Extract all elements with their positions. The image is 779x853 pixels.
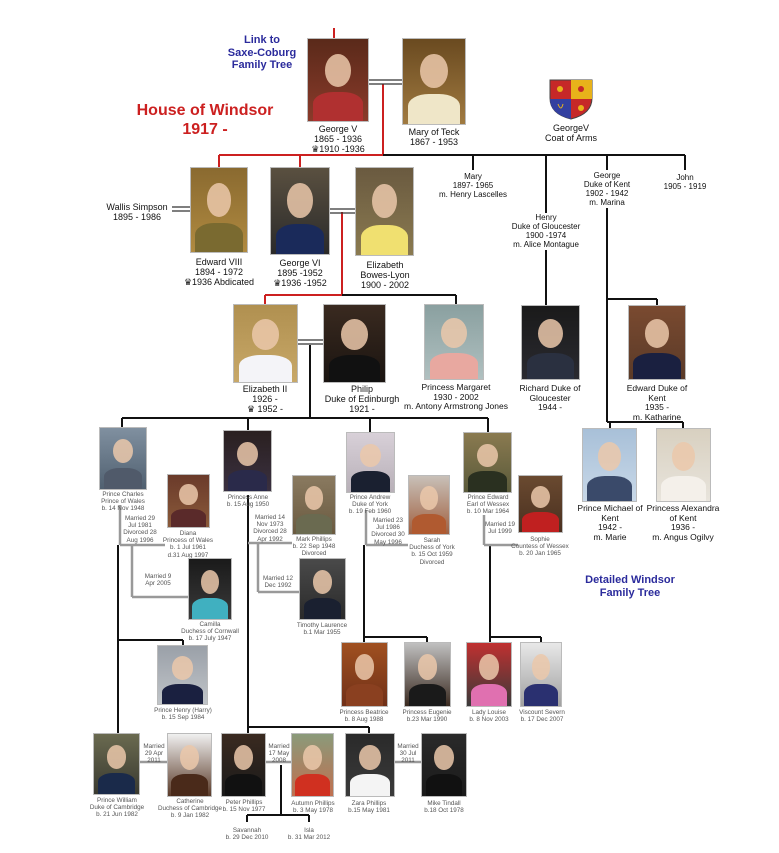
caption-viscount-severn: Viscount Severn b. 17 Dec 2007: [519, 709, 565, 724]
caption-anne: Princess Anne b. 15 Aug 1950: [226, 494, 270, 509]
portrait-edward-wessex[interactable]: [463, 432, 512, 493]
caption-mark-phillips: Mark Phillips b. 22 Sep 1948 Divorced: [292, 536, 336, 558]
detailed-windsor-tree-link[interactable]: Detailed Windsor Family Tree: [585, 574, 675, 599]
caption-george-v: George V 1865 - 1936 ♛1910 -1936: [311, 124, 365, 155]
marriage-note-charles-diana: Married 29 Jul 1981 Divorced 28 Aug 1996: [123, 515, 157, 544]
caption-isla: Isla b. 31 Mar 2012: [287, 827, 331, 842]
marriage-note-william-catherine: Married 29 Apr 2011: [143, 743, 165, 765]
marriage-note-anne-timothy: Married 12 Dec 1992: [262, 575, 294, 590]
caption-richard-gloucester: Richard Duke of Gloucester 1944 -: [519, 383, 581, 413]
portrait-george-v[interactable]: [307, 38, 369, 122]
marriage-note-zara-mike: Married 30 Jul 2011: [397, 743, 419, 765]
caption-george-vi: George VI 1895 -1952 ♛1936 -1952: [273, 258, 327, 289]
portrait-beatrice[interactable]: [341, 642, 388, 707]
caption-elizabeth-ii: Elizabeth II 1926 - ♛ 1952 -: [242, 384, 288, 415]
portrait-richard-gloucester[interactable]: [521, 305, 580, 380]
caption-mary: Mary 1897- 1965 m. Henry Lascelles: [438, 172, 508, 199]
caption-edward-wessex: Prince Edward Earl of Wessex b. 10 Mar 1…: [466, 494, 510, 516]
caption-mary-of-teck: Mary of Teck 1867 - 1953: [408, 127, 460, 148]
marriage-note-peter-autumn: Married 17 May 2008: [268, 743, 290, 765]
caption-lady-louise: Lady Louise b. 8 Nov 2003: [469, 709, 509, 724]
caption-autumn-phillips: Autumn Phillips b. 3 May 1978: [291, 800, 335, 815]
portrait-princess-margaret[interactable]: [424, 304, 484, 380]
portrait-edward-kent[interactable]: [628, 305, 686, 380]
caption-eugenie: Princess Eugenie b.23 Mar 1990: [402, 709, 452, 724]
caption-princess-margaret: Princess Margaret 1930 - 2002 m. Antony …: [404, 382, 508, 412]
caption-catherine: Catherine Duchess of Cambridge b. 9 Jan …: [157, 798, 223, 820]
portrait-catherine[interactable]: [167, 733, 212, 797]
portrait-anne[interactable]: [223, 430, 272, 492]
portrait-william[interactable]: [93, 733, 140, 795]
caption-michael-kent: Prince Michael of Kent 1942 - m. Marie: [577, 503, 643, 542]
marriage-note-charles-camilla: Married 9 Apr 2005: [144, 573, 172, 588]
caption-alexandra-kent: Princess Alexandra of Kent 1936 - m. Ang…: [646, 503, 720, 542]
caption-zara-phillips: Zara Phillips b.15 May 1981: [348, 800, 390, 815]
portrait-harry[interactable]: [157, 645, 208, 705]
portrait-sarah[interactable]: [408, 475, 450, 535]
caption-savannah: Savannah b. 29 Dec 2010: [225, 827, 269, 842]
portrait-edward-viii[interactable]: [190, 167, 248, 253]
portrait-camilla[interactable]: [188, 558, 232, 620]
caption-andrew: Prince Andrew Duke of York b. 19 Feb 196…: [348, 494, 392, 516]
portrait-timothy-laurence[interactable]: [299, 558, 346, 620]
portrait-eugenie[interactable]: [404, 642, 451, 707]
portrait-george-vi[interactable]: [270, 167, 330, 255]
caption-camilla: Camilla Duchess of Cornwall b. 17 July 1…: [181, 621, 239, 643]
portrait-diana[interactable]: [167, 474, 210, 528]
caption-edward-kent: Edward Duke of Kent 1935 - m. Katharine: [626, 383, 688, 422]
portrait-mike-tindall[interactable]: [421, 733, 467, 797]
caption-john: John 1905 - 1919: [663, 173, 707, 191]
descent-lines: [117, 154, 686, 822]
portrait-mary-of-teck[interactable]: [402, 38, 466, 125]
portrait-elizabeth-bowes-lyon[interactable]: [355, 167, 414, 256]
portrait-lady-louise[interactable]: [466, 642, 512, 707]
page-title: House of Windsor 1917 -: [136, 102, 274, 139]
caption-sophie: Sophie Countess of Wessex b. 20 Jan 1965: [511, 536, 569, 558]
portrait-philip[interactable]: [323, 304, 386, 383]
saxe-coburg-tree-link[interactable]: Link to Saxe-Coburg Family Tree: [227, 34, 297, 72]
caption-harry: Prince Henry (Harry) b. 15 Sep 1984: [154, 707, 212, 722]
caption-wallis-simpson: Wallis Simpson 1895 - 1986: [106, 202, 168, 223]
caption-philip: Philip Duke of Edinburgh 1921 -: [324, 384, 400, 415]
caption-timothy-laurence: Timothy Laurence b.1 Mar 1955: [296, 622, 348, 637]
caption-charles: Prince Charles Prince of Wales b. 14 Nov…: [101, 491, 145, 513]
marriage-note-edward-sophie: Married 19 Jul 1999: [484, 521, 516, 536]
gray-marriage-lines: [118, 505, 518, 764]
portrait-elizabeth-ii[interactable]: [233, 304, 298, 383]
portrait-sophie[interactable]: [518, 475, 563, 533]
royal-line: [218, 28, 384, 304]
caption-henry-gloucester: Henry Duke of Gloucester 1900 -1974 m. A…: [511, 213, 581, 249]
portrait-charles[interactable]: [99, 427, 147, 490]
portrait-mark-phillips[interactable]: [292, 475, 336, 535]
caption-elizabeth-bowes-lyon: Elizabeth Bowes-Lyon 1900 - 2002: [360, 260, 410, 291]
portrait-peter-phillips[interactable]: [221, 733, 266, 797]
portrait-alexandra-kent[interactable]: [656, 428, 711, 502]
coat-of-arms-icon: [549, 79, 593, 120]
caption-beatrice: Princess Beatrice b. 8 Aug 1988: [339, 709, 389, 724]
marriage-double-lines: [172, 79, 402, 345]
portrait-zara-phillips[interactable]: [345, 733, 395, 797]
caption-william: Prince William Duke of Cambridge b. 21 J…: [89, 797, 145, 819]
caption-diana: Diana Princess of Wales b. 1 Jul 1961 d.…: [162, 530, 214, 559]
portrait-andrew[interactable]: [346, 432, 395, 493]
marriage-note-andrew-sarah: Married 23 Jul 1986 Divorced 30 May 1996: [371, 517, 405, 546]
portrait-viscount-severn[interactable]: [520, 642, 562, 707]
caption-edward-viii: Edward VIII 1894 - 1972 ♛1936 Abdicated: [183, 257, 255, 288]
caption-sarah: Sarah Duchess of York b. 15 Oct 1959 Div…: [409, 537, 455, 566]
portrait-michael-kent[interactable]: [582, 428, 637, 502]
coat-of-arms-caption: GeorgeV Coat of Arms: [544, 123, 598, 144]
caption-george-kent: George Duke of Kent 1902 - 1942 m. Marin…: [583, 171, 631, 207]
portrait-autumn-phillips[interactable]: [291, 733, 334, 797]
caption-mike-tindall: Mike Tindall b.18 Oct 1978: [424, 800, 464, 815]
caption-peter-phillips: Peter Phillips b. 15 Nov 1977: [222, 799, 266, 814]
marriage-note-anne-mark: Married 14 Nov 1973 Divorced 28 Apr 1992: [253, 514, 287, 543]
